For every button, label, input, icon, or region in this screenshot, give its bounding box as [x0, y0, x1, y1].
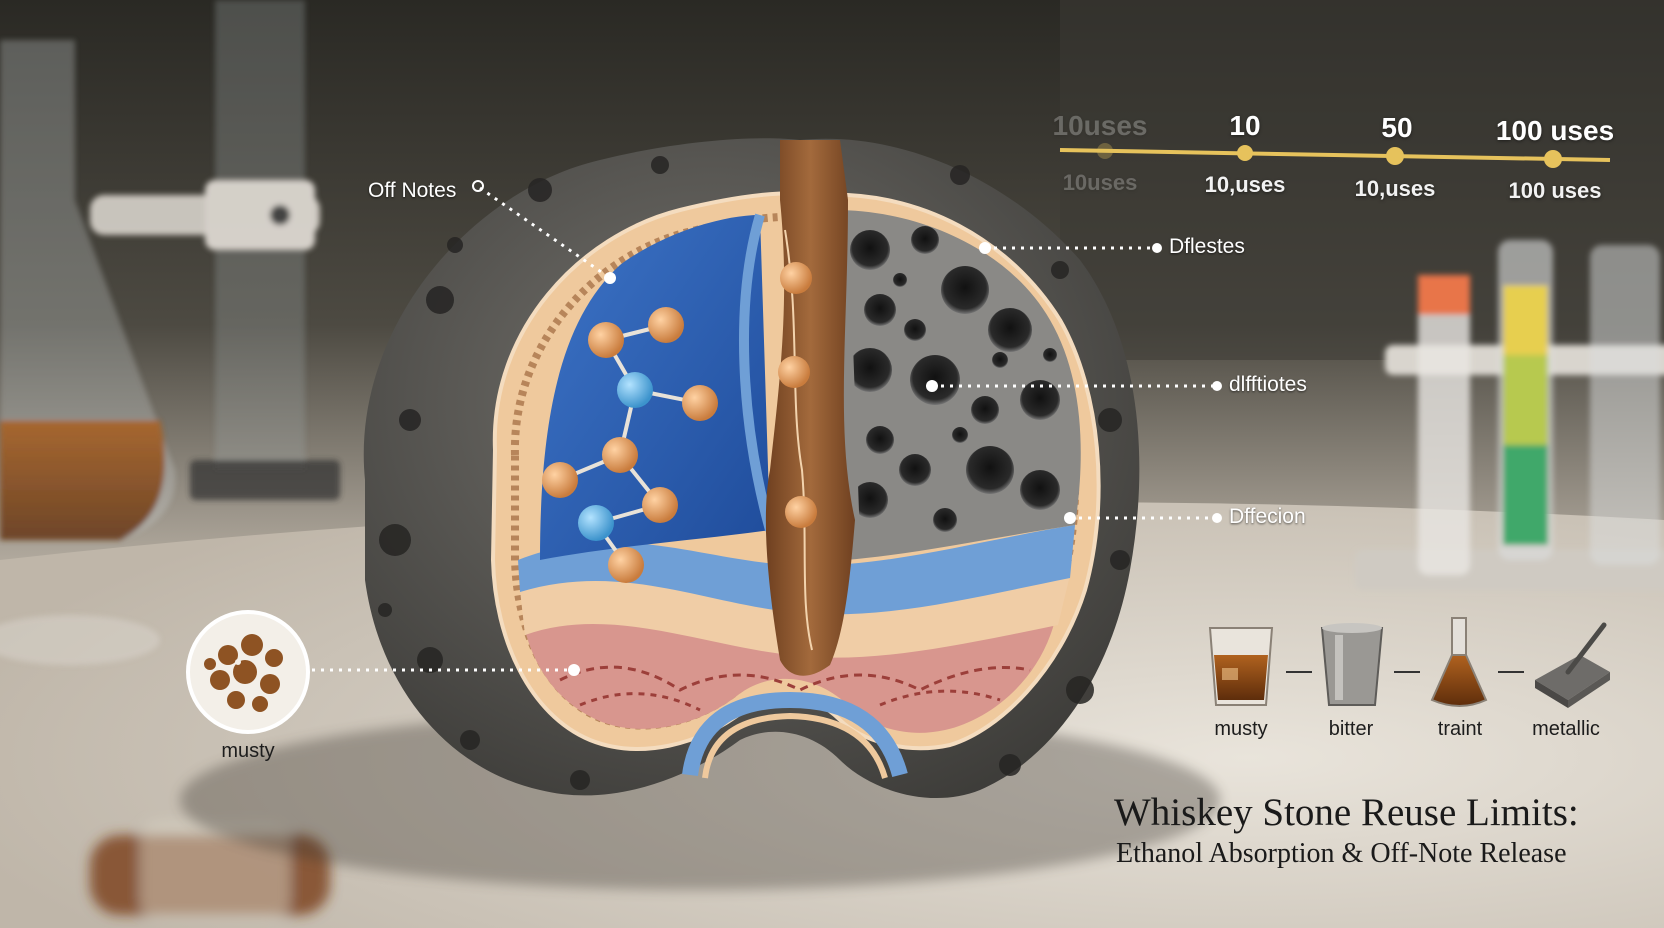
usage-tick-top-4: 100 uses [1495, 115, 1615, 146]
usage-tick-top-1: 10uses [1052, 110, 1148, 141]
stone-pits [378, 156, 1130, 790]
whiskey-glass-icon [1208, 627, 1274, 706]
usage-scale-point-2 [1237, 145, 1253, 161]
usage-tick-bottom-4: 100 uses [1508, 178, 1602, 203]
back-wall-panel [1060, 0, 1664, 360]
usage-tick-bottom-3: 10,uses [1354, 176, 1436, 201]
usage-scale-point-1 [1097, 143, 1113, 159]
channel-molecule [778, 356, 810, 388]
blue-arc [682, 691, 908, 778]
usage-scale-point-4 [1544, 150, 1562, 168]
label-musty-inset: musty [221, 740, 275, 762]
off-note-label-traint: traint [1437, 718, 1483, 740]
off-note-label-musty: musty [1214, 718, 1268, 740]
off-note-icons [1208, 617, 1610, 708]
musty-inset [186, 610, 310, 734]
liquid-chamber [540, 215, 770, 560]
page-title: Whiskey Stone Reuse Limits: [1114, 791, 1579, 834]
lab-glassware-left [0, 0, 340, 665]
label-off-notes: Off Notes [368, 179, 457, 202]
label-dflestes: Dflestes [1169, 235, 1245, 258]
callout-leaders [312, 180, 1222, 676]
metal-cup-icon [1320, 623, 1384, 706]
ethanol-molecule [542, 307, 718, 583]
page-subtitle: Ethanol Absorption & Off-Note Release [1116, 838, 1567, 869]
usage-tick-bottom-2: 10,uses [1204, 172, 1286, 197]
whiskey-stone [363, 138, 1140, 799]
label-dffecion: Dffecion [1229, 505, 1306, 528]
channel-molecule [780, 262, 812, 294]
channel-molecule [785, 496, 817, 528]
off-note-label-bitter: bitter [1328, 718, 1374, 740]
usage-scale-point-3 [1386, 147, 1404, 165]
usage-tick-top-3: 50 [1381, 112, 1413, 143]
usage-scale [1059, 143, 1611, 168]
off-note-label-metallic: metallic [1532, 718, 1600, 740]
test-tube-rack [1355, 240, 1664, 590]
pore-holes [848, 226, 1060, 532]
label-dlfftiotes: dlfftiotes [1229, 373, 1307, 396]
usage-tick-bottom-1: 10uses [1062, 170, 1138, 195]
usage-tick-top-2: 10 [1229, 110, 1261, 141]
metal-plate-icon [1535, 622, 1610, 708]
flask-icon [1430, 617, 1488, 707]
